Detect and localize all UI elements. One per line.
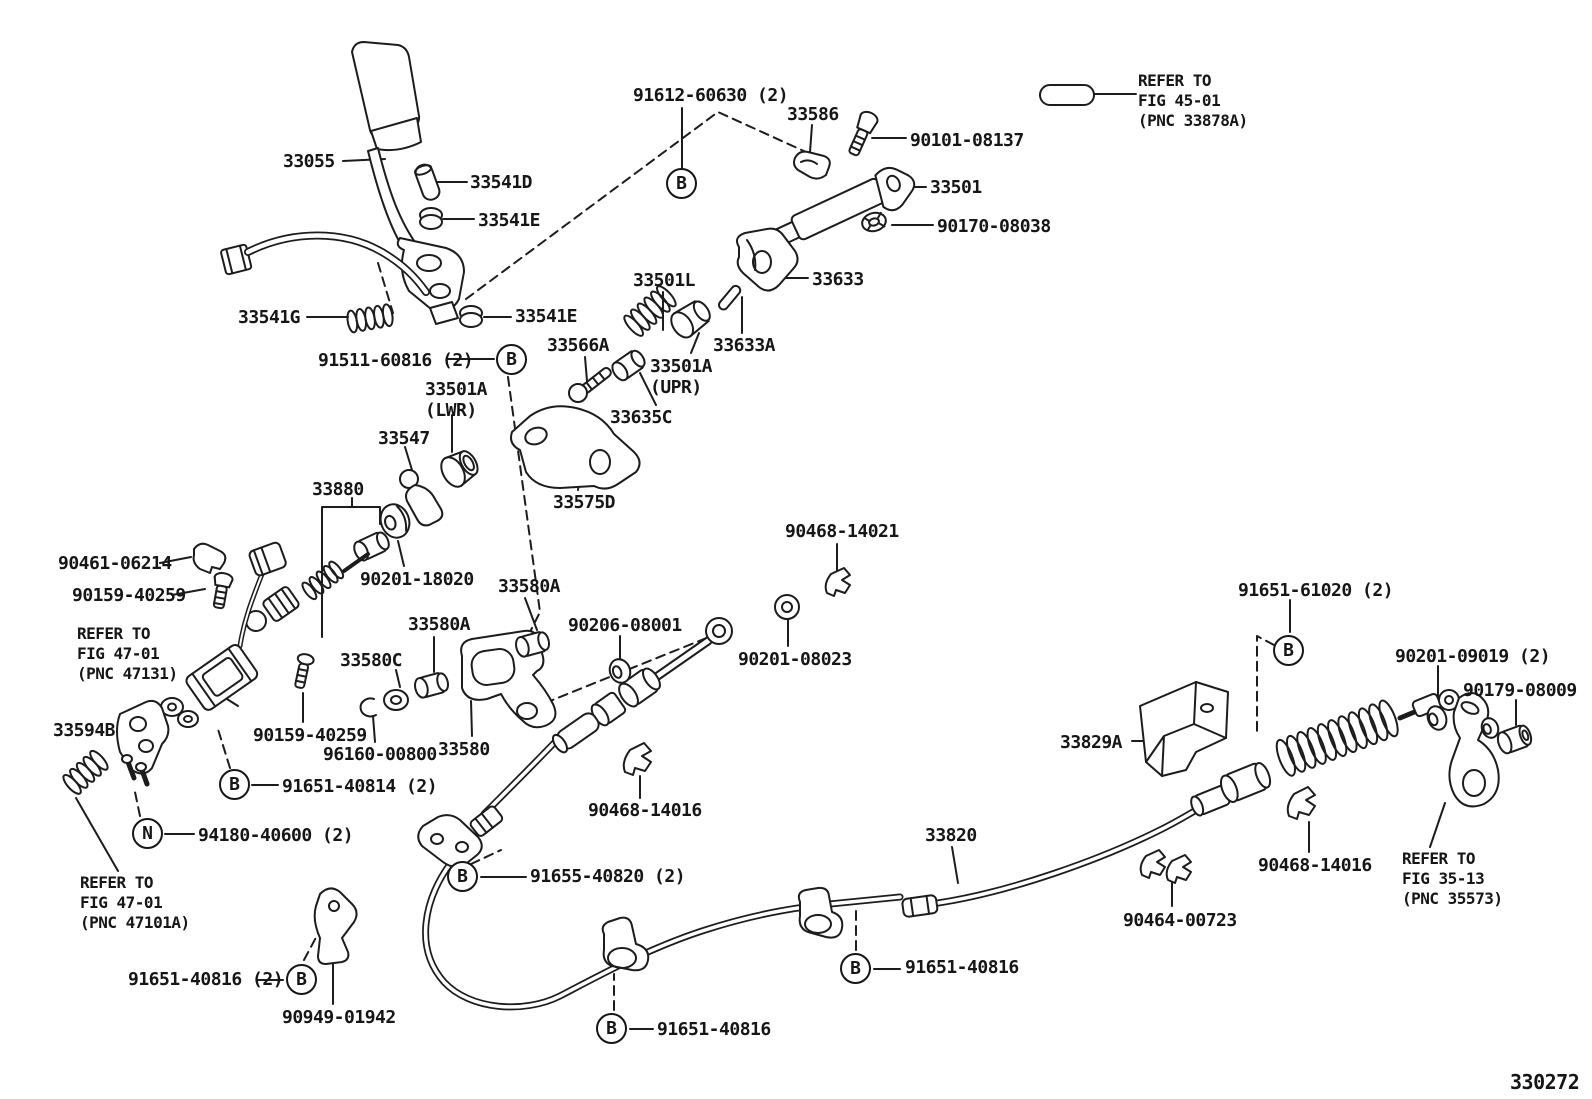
callout-marker-n-94180: N <box>132 818 163 849</box>
part-label-33633: 33633 <box>812 269 864 290</box>
ref-note-line: REFER TO <box>1402 849 1476 868</box>
part-label-33541e-upper: 33541E <box>478 210 541 231</box>
part-label-33880: 33880 <box>312 479 364 500</box>
part-label-90179-08009: 90179-08009 <box>1463 680 1577 701</box>
part-label-91651-40816-mid: 91651-40816 <box>905 957 1019 978</box>
ref-note-line: (PNC 47131) <box>77 664 178 683</box>
part-label-33055: 33055 <box>283 151 335 172</box>
int-rod-art <box>551 567 851 754</box>
part-label-94180-40600: 94180-40600 (2) <box>198 825 354 846</box>
part-label-90461-06214: 90461-06214 <box>58 553 172 574</box>
part-label-33633a: 33633A <box>713 335 776 356</box>
part-label-90201-09019: 90201-09019 (2) <box>1395 646 1551 667</box>
ref-note-line: (PNC 35573) <box>1402 889 1503 908</box>
part-label-line: 33501A <box>425 379 488 400</box>
cable-end-art <box>313 742 939 972</box>
part-label-33580a-upper: 33580A <box>498 576 561 597</box>
dashed-assembly-lines <box>134 111 1275 1011</box>
part-label-90101-08137: 90101-08137 <box>910 130 1024 151</box>
part-label-33580a-lower: 33580A <box>408 614 471 635</box>
part-label-91612-60630: 91612-60630 (2) <box>633 85 789 106</box>
callout-marker-b-91651-40816-low: B <box>596 1013 627 1044</box>
ref-note-line: FIG 47-01 <box>77 644 160 663</box>
ref-note-line: REFER TO <box>77 624 151 643</box>
part-label-line: 33501A <box>650 356 713 377</box>
boot-coil-art <box>1275 699 1399 777</box>
callout-marker-b-91651-40816-two: B <box>286 964 317 995</box>
part-label-33501: 33501 <box>930 177 982 198</box>
part-label-91655-40820: 91655-40820 (2) <box>530 866 686 887</box>
bracket-33580-art <box>359 629 557 729</box>
part-label-90468-14021: 90468-14021 <box>785 521 899 542</box>
refer-capsule-art <box>1039 84 1095 106</box>
spring-33541g-art <box>346 303 394 334</box>
part-label-90201-08023: 90201-08023 <box>738 649 852 670</box>
part-label-91651-40816-two: 91651-40816 (2) <box>128 969 284 990</box>
part-label-33541d: 33541D <box>470 172 533 193</box>
part-label-90949-01942: 90949-01942 <box>282 1007 396 1028</box>
part-label-line: (LWR) <box>425 400 477 421</box>
part-label-91511-60816: 91511-60816 (2) <box>318 350 474 371</box>
lever-retainer-art <box>353 405 641 562</box>
part-label-33575d: 33575D <box>553 492 616 513</box>
part-label-33594b: 33594B <box>53 720 116 741</box>
part-label-91651-61020: 91651-61020 (2) <box>1238 580 1394 601</box>
part-label-91651-40814: 91651-40814 (2) <box>282 776 438 797</box>
ref-note-fig-47-01-47131: REFER TO FIG 47-01 (PNC 47131) <box>77 624 178 684</box>
ref-note-line: FIG 47-01 <box>80 893 163 912</box>
part-label-33566a: 33566A <box>547 335 610 356</box>
part-label-90468-center: 90468-14016 <box>588 800 702 821</box>
ref-note-line: (PNC 47101A) <box>80 913 190 932</box>
right-adjuster-art <box>1139 681 1533 884</box>
part-label-33501a-lwr: 33501A (LWR) <box>425 379 488 421</box>
part-label-33586: 33586 <box>787 104 839 125</box>
part-label-90468-right: 90468-14016 <box>1258 855 1372 876</box>
part-label-33580: 33580 <box>438 739 490 760</box>
part-label-33501a-upr: 33501A (UPR) <box>650 356 713 398</box>
spring-art <box>62 749 109 795</box>
part-label-90206-08001: 90206-08001 <box>568 615 682 636</box>
ref-note-fig-45-01: REFER TO FIG 45-01 (PNC 33878A) <box>1138 71 1248 131</box>
callout-marker-b-91655: B <box>447 861 478 892</box>
shift-cable-art <box>62 541 370 795</box>
part-label-33501l: 33501L <box>633 270 696 291</box>
part-label-96160-00800: 96160-00800 <box>323 744 437 765</box>
part-label-33820: 33820 <box>925 825 977 846</box>
part-label-90201-18020: 90201-18020 <box>360 569 474 590</box>
part-label-33635c: 33635C <box>610 407 673 428</box>
callout-marker-b-91612: B <box>666 168 697 199</box>
part-label-91651-40816-low: 91651-40816 <box>657 1019 771 1040</box>
shift-lever-art <box>220 41 465 325</box>
ref-note-line: FIG 45-01 <box>1138 91 1221 110</box>
part-label-33547: 33547 <box>378 428 430 449</box>
part-label-33541e-lower: 33541E <box>515 306 578 327</box>
part-label-33580c: 33580C <box>340 650 403 671</box>
part-label-90159-upper: 90159-40259 <box>72 585 186 606</box>
figure-number: 330272 <box>1510 1070 1580 1094</box>
part-label-90464-00723: 90464-00723 <box>1123 910 1237 931</box>
part-label-33541g: 33541G <box>238 307 301 328</box>
control-shaft-art <box>568 110 916 403</box>
part-label-90159-lower: 90159-40259 <box>253 725 367 746</box>
ref-note-fig-35-13: REFER TO FIG 35-13 (PNC 35573) <box>1402 849 1503 909</box>
ref-note-line: REFER TO <box>1138 71 1212 90</box>
ref-note-line: (PNC 33878A) <box>1138 111 1248 130</box>
part-label-33829a: 33829A <box>1060 732 1123 753</box>
callout-marker-b-91651-40814: B <box>219 769 250 800</box>
ref-note-fig-47-01-47101a: REFER TO FIG 47-01 (PNC 47101A) <box>80 873 190 933</box>
callout-marker-b-91651-40816-mid: B <box>840 953 871 984</box>
lever-small-parts-art <box>346 163 483 334</box>
callout-marker-b-91511: B <box>496 344 527 375</box>
part-label-line: (UPR) <box>650 377 702 398</box>
part-label-90170-08038: 90170-08038 <box>937 216 1051 237</box>
ref-note-line: FIG 35-13 <box>1402 869 1485 888</box>
ref-note-line: REFER TO <box>80 873 154 892</box>
callout-marker-b-91651-61020: B <box>1273 635 1304 666</box>
spring-33501l-art <box>623 285 677 337</box>
